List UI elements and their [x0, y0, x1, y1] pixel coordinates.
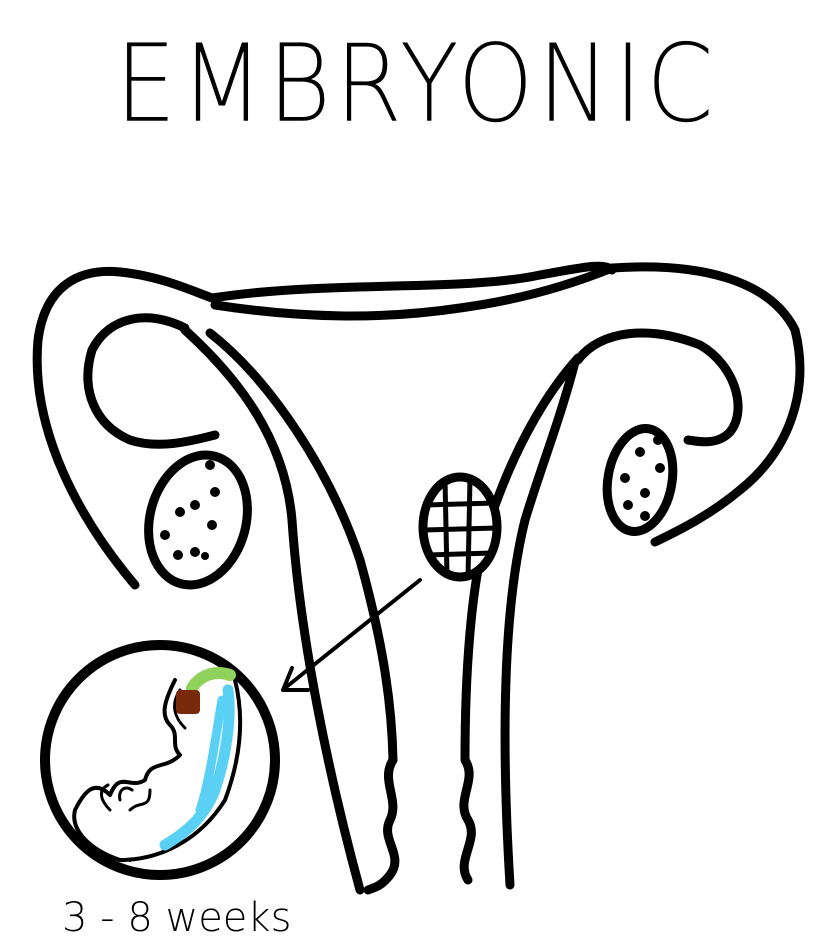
- title: EMBRYONIC: [115, 22, 718, 148]
- uterus-walls: [180, 325, 583, 895]
- arrow: [281, 578, 422, 692]
- uterus-outline: [32, 261, 805, 590]
- caption-weeks: 3 - 8 weeks: [62, 895, 292, 941]
- ovary-right: [602, 423, 678, 537]
- blastocyst: [418, 472, 502, 582]
- ovary-left: [144, 450, 252, 590]
- embryo-magnified: [40, 640, 280, 880]
